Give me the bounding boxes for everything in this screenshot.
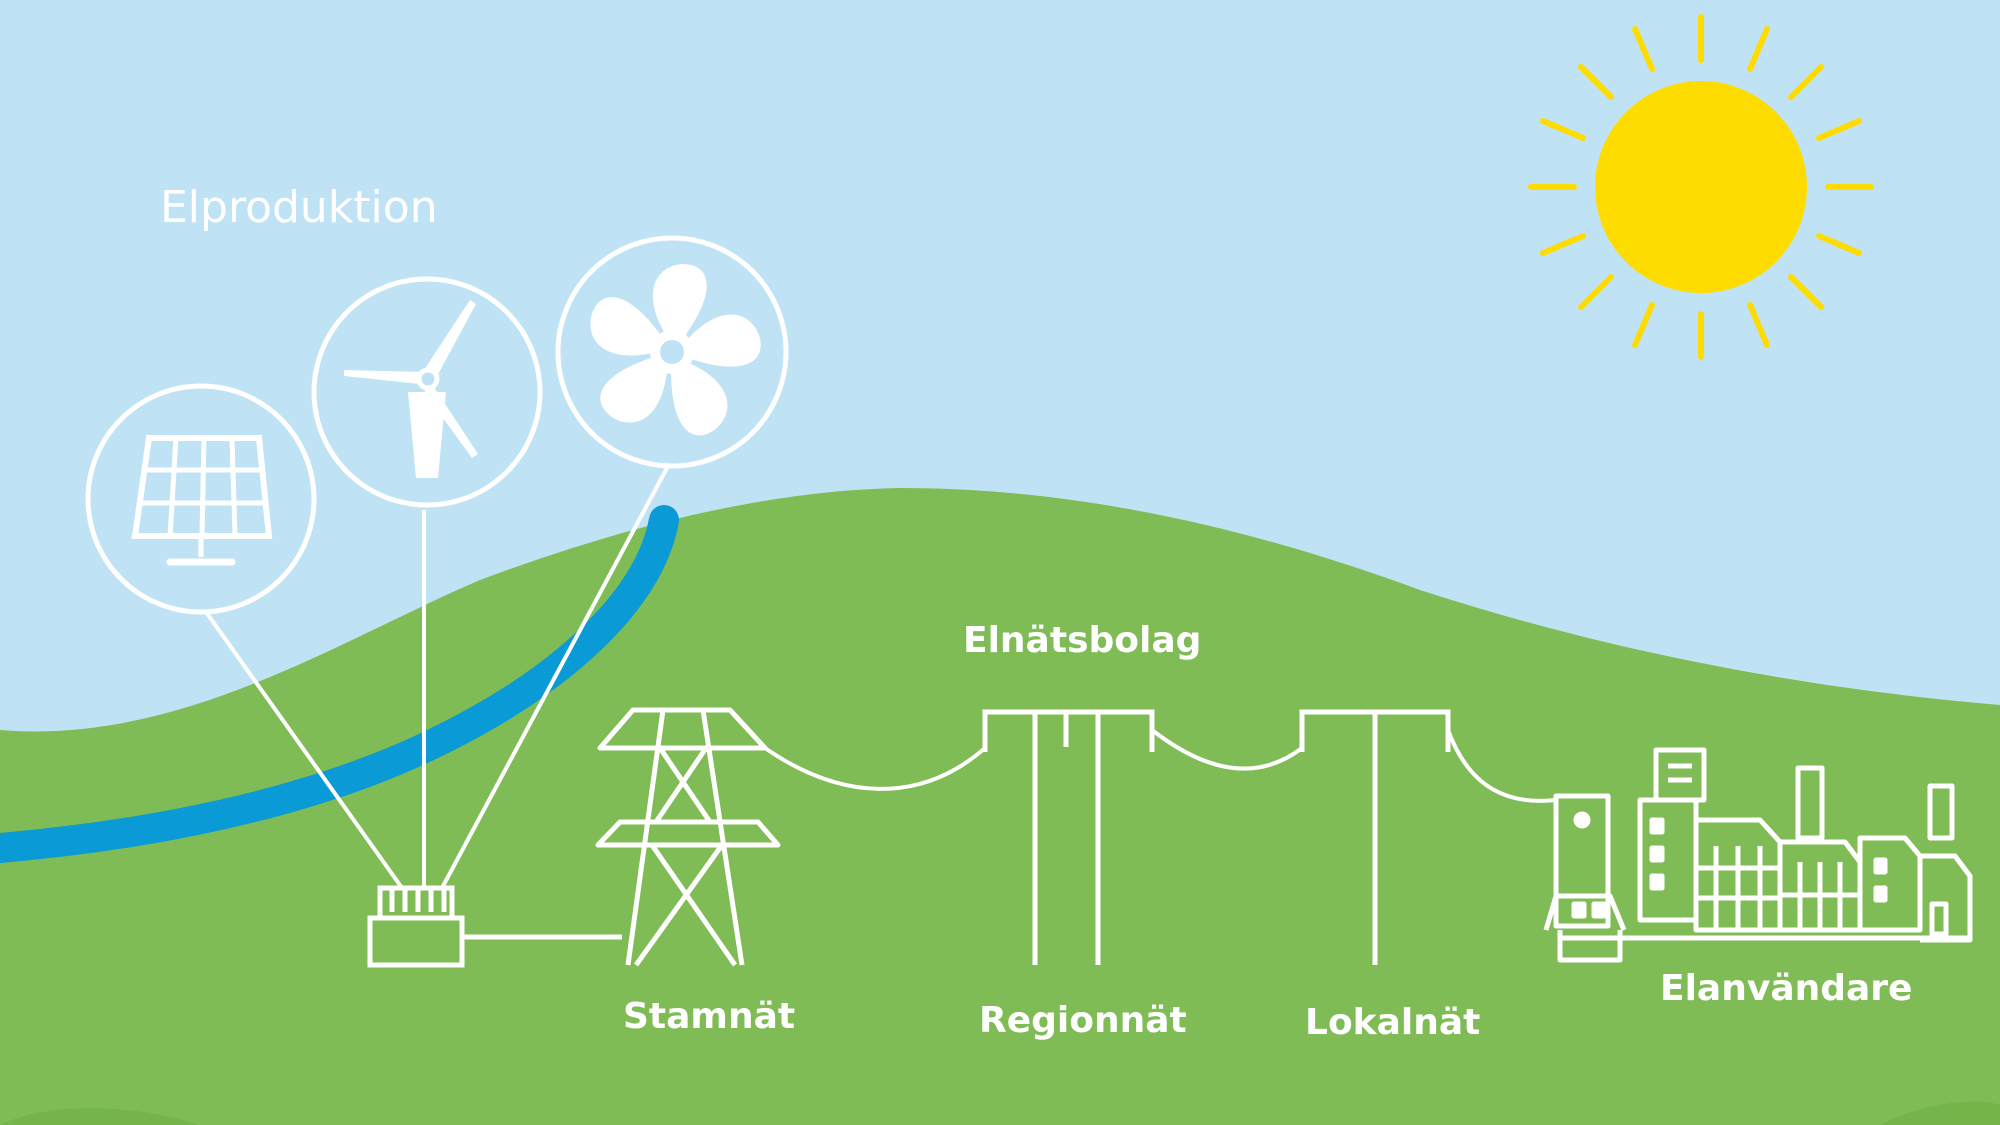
local-pole-icon xyxy=(1299,709,1451,965)
label-grid-company: Elnätsbolag xyxy=(963,620,1201,661)
label-transmission: Stamnät xyxy=(623,996,795,1037)
regional-pole-icon xyxy=(982,709,1155,965)
hill xyxy=(0,488,2000,1125)
wind-turbine-icon xyxy=(311,276,543,508)
transmission-tower-icon xyxy=(595,707,781,967)
city-icon xyxy=(1543,747,1973,963)
power-lines xyxy=(763,728,1557,803)
label-regional: Regionnät xyxy=(979,1000,1187,1041)
label-consumers: Elanvändare xyxy=(1660,968,1912,1009)
sun-icon xyxy=(1528,14,1874,360)
label-local: Lokalnät xyxy=(1305,1002,1480,1043)
river xyxy=(0,505,679,863)
hydro-turbine-icon xyxy=(555,235,789,469)
solar-panel-icon xyxy=(85,383,317,615)
production-connectors xyxy=(204,465,670,890)
power-station-icon xyxy=(367,885,622,968)
label-production: Elproduktion xyxy=(160,182,438,233)
